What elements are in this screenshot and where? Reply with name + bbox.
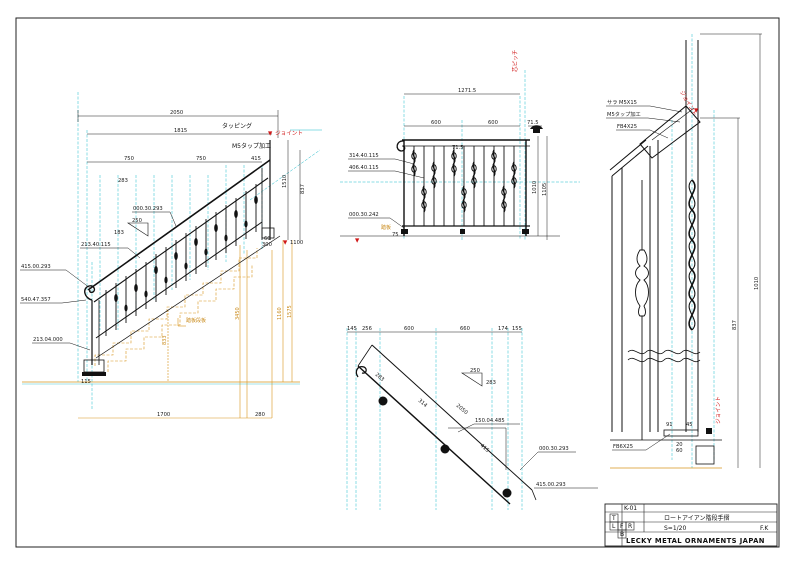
title-block: T L F R B K-01 ロートアイアン階段手摺 S=1/20 F.K LE… [604, 503, 778, 547]
dim-300: 300 [262, 242, 272, 248]
title-letter-r: R [628, 523, 632, 530]
drawing-scale: S=1/20 [664, 525, 686, 532]
dim-183: 183 [114, 230, 124, 236]
dim-1575: 1575 [287, 305, 293, 318]
side-view-dims [77, 110, 301, 240]
dim-1815: 1815 [174, 128, 187, 134]
side-view-cyan-guides [77, 92, 263, 410]
dim-415: 415 [251, 156, 261, 162]
part-314-40-115: 314.40.115 [349, 153, 379, 159]
dim-1105: 1105 [542, 183, 548, 196]
level-marker-icon: ▼ [283, 240, 288, 246]
plan-dim-600: 600 [404, 326, 414, 332]
dim-115: 115 [81, 379, 91, 385]
part-406-40-115: 406.40.115 [349, 165, 379, 171]
detail-dim-837: 837 [732, 320, 738, 330]
plan-dim-415: 415 [479, 443, 490, 454]
dim-3450: 3450 [235, 307, 241, 320]
detail-fb-top: FB4X25 [617, 124, 637, 130]
joint-marker-icon: ▼ [268, 131, 273, 137]
dim-283: 283 [118, 178, 128, 184]
note-joint: ジョイント [275, 131, 303, 137]
dim-833: 833 [162, 335, 168, 345]
dim-600a: 600 [431, 120, 441, 126]
side-view: 2050 1815 750 750 415 タッピング M5タップ加工 ▼ ジョ… [20, 92, 322, 419]
sheet-border [15, 17, 780, 548]
note-tapping: タッピング [222, 122, 252, 130]
part-213-40-115: 213.40.115 [81, 242, 111, 248]
dim-1160: 1160 [277, 307, 283, 320]
dim-1700: 1700 [157, 412, 170, 418]
dim-71-5-mid: 71.5 [452, 145, 464, 151]
drawer-initials: F.K [760, 525, 769, 532]
plan-dim-283: 283 [374, 372, 385, 383]
plan-dim-155: 155 [512, 326, 522, 332]
plan-dim-256: 256 [362, 326, 372, 332]
dim-60: 60 [264, 236, 271, 242]
detail-dim-60: 60 [676, 448, 683, 454]
plan-view: 145 256 600 660 174 155 283 314 2050 415… [346, 326, 598, 510]
plan-dim-283b: 283 [486, 380, 496, 386]
front-level-icon: ▼ [355, 238, 360, 244]
detail-dim-91: 91 [666, 422, 673, 428]
side-view-balusters [105, 184, 257, 336]
side-view-handrail [84, 140, 271, 365]
dim-600b: 600 [488, 120, 498, 126]
drawing-number: K-01 [624, 505, 637, 512]
detail-joint-top-icon: ▼ [694, 108, 699, 114]
detail-view: 1010 837 91 45 20 60 サラ M5X15 M5タップ加工 FB… [606, 33, 762, 469]
detail-screw: サラ M5X15 [607, 99, 637, 106]
detail-dim-20: 20 [676, 442, 683, 448]
side-view-twists [114, 196, 258, 312]
part-540-47-357: 540.47.357 [21, 297, 51, 303]
title-letter-l: L [612, 523, 616, 530]
note-step-board: 踏板段板 [186, 317, 206, 324]
title-letter-b: B [620, 531, 624, 538]
title-letter-f: F [620, 523, 624, 530]
level-1100: 1100 [290, 240, 303, 246]
part-000-30-242: 000.30.242 [349, 212, 379, 218]
note-front-floor: 踏板 [381, 224, 391, 231]
front-view: 1271.5 600 600 71.5 71.5 1010 1105 芯ピッチ [340, 49, 580, 244]
dim-71-5: 71.5 [527, 120, 539, 126]
detail-fb-bottom: FB6X25 [613, 444, 633, 450]
dim-750b: 750 [196, 156, 206, 162]
front-joint-label: 芯ピッチ [511, 49, 519, 72]
detail-joint-bottom: ジョイント [716, 396, 722, 424]
drawing-title: ロートアイアン階段手摺 [664, 514, 729, 522]
dim-1271-5: 1271.5 [458, 88, 476, 94]
part-150-04-485: 150.04.485 [475, 418, 505, 424]
plan-dim-145: 145 [347, 326, 357, 332]
dim-250: 250 [132, 218, 142, 224]
dim-837: 837 [300, 184, 306, 194]
dim-280: 280 [255, 412, 265, 418]
plan-dim-174: 174 [498, 326, 509, 332]
detail-dim-45: 45 [686, 422, 693, 428]
dim-1010: 1010 [532, 181, 538, 194]
dim-750a: 750 [124, 156, 134, 162]
plan-dim-314: 314 [417, 398, 429, 409]
part-213-04-000: 213.04.000 [33, 337, 63, 343]
dim-1510: 1510 [282, 175, 288, 188]
part-415-00-293-plan: 415.00.293 [536, 482, 566, 488]
side-view-orange-dims [78, 240, 293, 419]
plan-dim-660: 660 [460, 326, 470, 332]
part-000-30-293-plan: 000.30.293 [539, 446, 569, 452]
detail-dim-1010: 1010 [754, 277, 760, 290]
part-000-30-293: 000.30.293 [133, 206, 163, 212]
note-m5-tap: M5タップ加工 [232, 142, 271, 150]
part-415-00-293: 415.00.293 [21, 264, 51, 270]
plan-dim-2050: 2050 [455, 403, 469, 416]
title-letter-t: T [611, 515, 616, 522]
plan-dim-250: 250 [470, 368, 480, 374]
dim-75: 75 [392, 232, 399, 238]
company-name: LECKY METAL ORNAMENTS JAPAN [626, 537, 765, 545]
dim-2050: 2050 [170, 110, 183, 116]
detail-tap: M5タップ加工 [607, 110, 641, 118]
